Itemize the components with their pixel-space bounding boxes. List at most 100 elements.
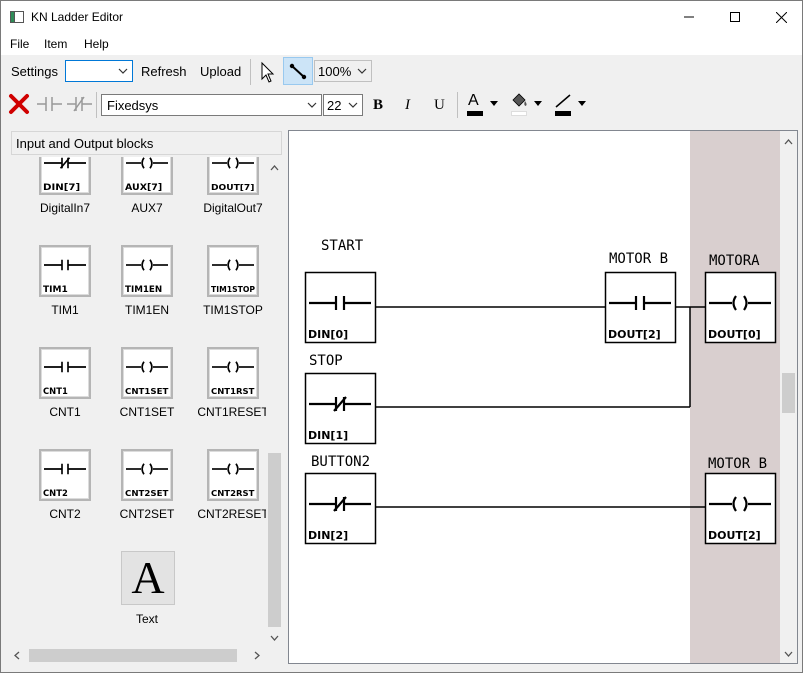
delete-button[interactable]	[7, 92, 33, 118]
insert-nc-contact-button[interactable]	[66, 92, 92, 118]
title-bar[interactable]: KN Ladder Editor	[1, 1, 802, 33]
pointer-tool-button[interactable]	[255, 59, 281, 85]
ladder-block[interactable]: DIN[2]BUTTON2	[304, 454, 377, 545]
ladder-block-name: MOTOR B	[708, 456, 767, 472]
maximize-icon	[730, 12, 740, 22]
palette-item[interactable]: DIN[7] DigitalIn7	[25, 157, 105, 223]
ladder-block-box	[604, 271, 677, 344]
font-size-combo[interactable]: 22	[323, 94, 363, 116]
scroll-down-icon[interactable]	[784, 651, 793, 657]
bold-button[interactable]: B	[373, 97, 384, 113]
font-color-button[interactable]: A	[463, 92, 503, 118]
palette-item-label: TIM1	[51, 303, 79, 317]
upload-button[interactable]: Upload	[200, 64, 242, 79]
ladder-block-name: MOTORA	[709, 253, 760, 269]
chevron-down-icon	[118, 68, 128, 74]
underline-button[interactable]: U	[434, 97, 445, 113]
palette-horizontal-scrollbar[interactable]	[9, 647, 266, 664]
delete-icon	[9, 94, 29, 114]
ladder-block-name: START	[321, 238, 364, 254]
ladder-block-name: MOTOR B	[609, 251, 668, 267]
palette-item-tag: DIN[7]	[43, 183, 80, 193]
scroll-left-icon[interactable]	[14, 651, 20, 660]
coil-icon: CNT1RST	[211, 361, 255, 396]
scroll-right-icon[interactable]	[254, 651, 260, 660]
scroll-down-icon[interactable]	[270, 635, 279, 641]
palette-item-label: CNT1RESET	[197, 405, 266, 419]
contact-icon: CNT1	[43, 361, 86, 397]
scroll-up-icon[interactable]	[270, 165, 279, 171]
palette-item-icon: TIM1EN	[121, 245, 173, 297]
maximize-button[interactable]	[712, 1, 758, 33]
palette-item-icon: CNT1	[39, 347, 91, 399]
fill-color-button[interactable]	[507, 92, 547, 118]
coil-icon: TIM1EN	[125, 259, 168, 295]
output-rail-band	[690, 131, 780, 663]
close-button[interactable]	[758, 1, 803, 33]
palette-item[interactable]: TIM1STOP TIM1STOP	[193, 245, 266, 325]
menu-item[interactable]: Item	[44, 37, 68, 51]
menu-help[interactable]: Help	[84, 37, 109, 51]
caret-down-icon	[578, 101, 586, 106]
font-name-combo[interactable]: Fixedsys	[101, 94, 322, 116]
canvas-scroll-thumb[interactable]	[782, 373, 795, 413]
palette-item-icon: AUX[7]	[121, 157, 173, 195]
palette-item[interactable]: CNT2SET CNT2SET	[107, 449, 187, 529]
font-name-value: Fixedsys	[107, 98, 159, 113]
line-color-button[interactable]	[551, 92, 591, 118]
palette-item-icon: TIM1STOP	[207, 245, 259, 297]
insert-contact-button[interactable]	[36, 92, 62, 118]
ladder-block-box	[304, 271, 377, 344]
zoom-combo[interactable]: 100%	[314, 60, 372, 82]
wire-tool-button[interactable]	[283, 57, 313, 85]
palette-item[interactable]: CNT1RST CNT1RESET	[193, 347, 266, 427]
palette-item-tag: DOUT[7]	[211, 183, 254, 192]
palette-item[interactable]: TIM1EN TIM1EN	[107, 245, 187, 325]
palette-item-label: Text	[135, 612, 158, 626]
palette-item-label: CNT2SET	[119, 507, 175, 521]
ladder-canvas[interactable]: DIN[0]START DOUT[2]MOTOR B DOUT[0]MOTORA DI…	[289, 131, 780, 663]
palette-item-label: TIM1EN	[124, 303, 169, 317]
palette-item-text[interactable]: A Text	[107, 551, 187, 631]
ladder-block[interactable]: DIN[1]STOP	[304, 353, 377, 445]
font-size-value: 22	[327, 98, 342, 113]
italic-button[interactable]: I	[405, 97, 410, 113]
palette-item-tag: CNT1	[43, 387, 68, 397]
ladder-block[interactable]: DOUT[0]MOTORA	[704, 253, 777, 344]
palette-hscroll-thumb[interactable]	[29, 649, 237, 662]
toolbar-separator	[250, 59, 251, 85]
palette-item[interactable]: DOUT[7]DigitalOut7	[193, 157, 266, 223]
wire-tool-icon	[289, 63, 307, 80]
refresh-button[interactable]: Refresh	[141, 64, 187, 79]
app-icon	[10, 11, 24, 23]
ladder-block-tag: DIN[2]	[308, 529, 348, 542]
palette-scroll-thumb[interactable]	[268, 453, 281, 627]
contact-icon	[37, 97, 62, 111]
coil-icon: TIM1STOP	[211, 259, 256, 294]
ladder-block[interactable]: DOUT[2]MOTOR B	[704, 456, 777, 545]
palette-header: Input and Output blocks	[11, 131, 282, 155]
ladder-block[interactable]: DOUT[2]MOTOR B	[604, 251, 677, 344]
ladder-block[interactable]: DIN[0]START	[304, 238, 377, 344]
canvas-vertical-scrollbar[interactable]	[780, 131, 797, 663]
minimize-button[interactable]	[666, 1, 712, 33]
palette-item[interactable]: AUX[7]AUX7	[107, 157, 187, 223]
palette-item-label: TIM1STOP	[203, 303, 263, 317]
settings-combo[interactable]	[65, 60, 133, 82]
text-tool-icon: A	[121, 551, 175, 605]
ladder-block-box	[304, 472, 377, 545]
palette-item-icon: CNT2SET	[121, 449, 173, 501]
scroll-up-icon[interactable]	[784, 139, 793, 145]
palette-item-tag: CNT2RST	[211, 489, 255, 498]
palette-vertical-scrollbar[interactable]	[266, 157, 283, 647]
menu-file[interactable]: File	[10, 37, 30, 51]
palette-item-label: DigitalIn7	[39, 201, 91, 215]
line-color-icon	[555, 94, 571, 108]
